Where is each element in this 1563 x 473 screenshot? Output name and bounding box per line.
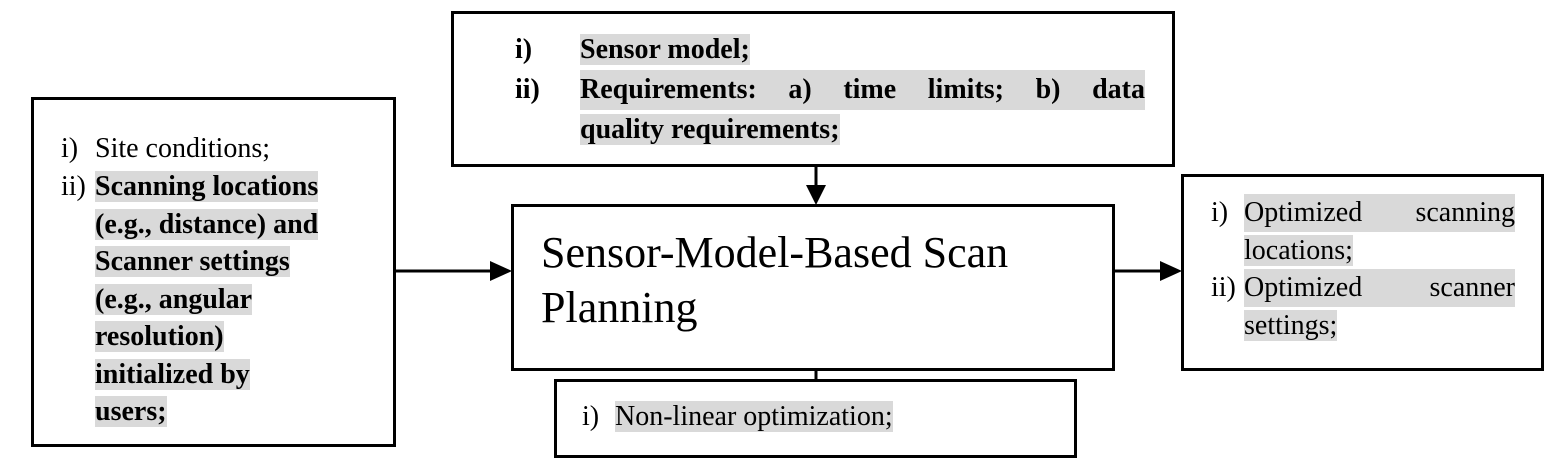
item-text-line: Sensor model; (580, 34, 750, 65)
item-text-line: initialized by (95, 358, 250, 390)
item-number: ii) (1211, 272, 1236, 303)
item-number: ii) (61, 171, 86, 202)
item-text-line: (e.g., angular (95, 283, 253, 315)
item-text-line: settings; (1244, 309, 1338, 341)
planning-title-line: Planning (541, 283, 698, 332)
item-text-line: resolution) (95, 321, 224, 352)
planning-box: Sensor-Model-Based Scan Planning (511, 204, 1115, 371)
model-box: i) Sensor model; ii) Requirements: a) ti… (451, 11, 1175, 167)
item-text-line: Requirements: a) time limits; b) data (580, 70, 1145, 110)
item-text-line: Non-linear optimization; (615, 401, 893, 432)
outputs-box: i) Optimized scanning locations; ii) Opt… (1181, 174, 1544, 371)
inputs-box: i) Site conditions; ii) Scanning locatio… (31, 97, 396, 447)
item-text-line: Optimized scanning (1244, 194, 1515, 232)
arrow-model-to-planning (806, 165, 826, 205)
item-number: i) (1211, 197, 1229, 228)
item-text-line: users; (95, 396, 167, 427)
item-number: i) (582, 401, 600, 432)
item-text-line: locations; (1244, 234, 1353, 266)
arrow-inputs-to-planning (394, 261, 512, 281)
item-number: i) (61, 133, 79, 164)
item-text-line: Scanning locations (95, 171, 319, 202)
item-text-line: Scanner settings (95, 246, 290, 277)
item-text-line: Optimized scanner (1244, 269, 1515, 307)
item-text: Site conditions; (95, 133, 270, 164)
item-text-line: (e.g., distance) and (95, 208, 319, 240)
item-text-line: quality requirements; (580, 114, 840, 145)
item-number: i) (515, 34, 533, 65)
arrow-planning-to-outputs (1113, 261, 1182, 281)
planning-title-line: Sensor-Model-Based Scan (541, 228, 1009, 277)
item-number: ii) (515, 74, 540, 105)
method-box: i) Non-linear optimization; (554, 379, 1077, 458)
